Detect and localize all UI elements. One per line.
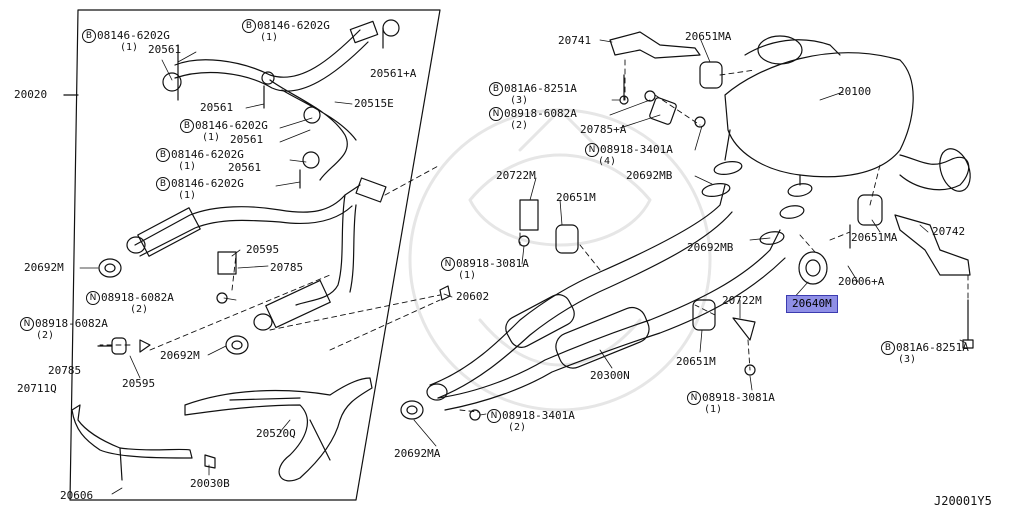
part-label-08918-3081a[interactable]: 08918-3081A xyxy=(702,391,775,404)
part-label-20651ma[interactable]: 20651MA xyxy=(851,231,898,244)
part-label-20692mb[interactable]: 20692MB xyxy=(687,241,734,254)
part-label-20785[interactable]: 20785 xyxy=(270,261,304,274)
part-label-081a6-8251a[interactable]: 081A6-8251A xyxy=(896,341,969,354)
part-label-20595[interactable]: 20595 xyxy=(122,377,156,390)
part-label-20722m[interactable]: 20722M xyxy=(722,294,762,307)
part-label-08146-6202g[interactable]: 08146-6202G xyxy=(171,148,244,161)
nut-badge-icon: N xyxy=(20,317,34,331)
quantity-label: (1) xyxy=(120,42,139,53)
part-label-20606[interactable]: 20606 xyxy=(60,489,94,502)
part-label-08146-6202g[interactable]: 08146-6202G xyxy=(97,29,170,42)
heat-shield xyxy=(184,377,373,482)
quantity-label: (2) xyxy=(36,330,55,341)
bolt-badge-icon: B xyxy=(82,29,96,43)
part-label-08918-3401a[interactable]: 08918-3401A xyxy=(502,409,575,422)
part-label-08146-6202g[interactable]: 08146-6202G xyxy=(257,19,330,32)
isolator-20640m xyxy=(798,251,828,285)
part-label-20785-plus-a[interactable]: 20785+A xyxy=(580,123,627,136)
muffler xyxy=(724,52,914,178)
part-label-20602[interactable]: 20602 xyxy=(456,290,490,303)
quantity-label: (2) xyxy=(508,422,527,433)
bracket-20711q xyxy=(71,404,193,459)
part-label-20651m[interactable]: 20651M xyxy=(556,191,596,204)
part-label-20520q[interactable]: 20520Q xyxy=(256,427,296,440)
quantity-label: (1) xyxy=(260,32,279,43)
quantity-label: (3) xyxy=(510,95,529,106)
quantity-label: (2) xyxy=(130,304,149,315)
part-label-20606-plus-a[interactable]: 20606+A xyxy=(838,275,885,288)
bolt-badge-icon: B xyxy=(881,341,895,355)
part-label-20100[interactable]: 20100 xyxy=(838,85,872,98)
part-label-20692mb[interactable]: 20692MB xyxy=(626,169,673,182)
part-label-20561[interactable]: 20561 xyxy=(148,43,182,56)
quantity-label: (1) xyxy=(458,270,477,281)
front-tube xyxy=(134,184,361,257)
center-pipe-upper xyxy=(429,184,733,399)
bolt-badge-icon: B xyxy=(156,177,170,191)
bracket-20741 xyxy=(609,31,701,59)
part-label-20692ma[interactable]: 20692MA xyxy=(394,447,441,460)
front-pipe-upper xyxy=(174,29,369,92)
highlighted-part-label-20640m[interactable]: 20640M xyxy=(786,295,838,313)
part-label-08918-3401a[interactable]: 08918-3401A xyxy=(600,143,673,156)
nut-badge-icon: N xyxy=(487,409,501,423)
nut-badge-icon: N xyxy=(441,257,455,271)
diagram-code: J20001Y5 xyxy=(934,494,992,508)
part-label-08918-6082a[interactable]: 08918-6082A xyxy=(35,317,108,330)
part-label-08918-3081a[interactable]: 08918-3081A xyxy=(456,257,529,270)
nut-badge-icon: N xyxy=(489,107,503,121)
part-label-20595[interactable]: 20595 xyxy=(246,243,280,256)
part-label-20300n[interactable]: 20300N xyxy=(590,369,630,382)
nut-badge-icon: N xyxy=(86,291,100,305)
part-label-20651ma[interactable]: 20651MA xyxy=(685,30,732,43)
part-label-081a6-8251a[interactable]: 081A6-8251A xyxy=(504,82,577,95)
part-label-20742[interactable]: 20742 xyxy=(932,225,966,238)
part-label-08146-6202g[interactable]: 08146-6202G xyxy=(195,119,268,132)
part-label-08146-6202g[interactable]: 08146-6202G xyxy=(171,177,244,190)
part-label-20692m[interactable]: 20692M xyxy=(24,261,64,274)
part-label-20722m[interactable]: 20722M xyxy=(496,169,536,182)
bolt-badge-icon: B xyxy=(180,119,194,133)
part-label-20785[interactable]: 20785 xyxy=(48,364,82,377)
assembly-frame xyxy=(69,9,441,501)
bolt-badge-icon: B xyxy=(156,148,170,162)
part-label-20561[interactable]: 20561 xyxy=(200,101,234,114)
part-label-08918-6082a[interactable]: 08918-6082A xyxy=(101,291,174,304)
bolt-badge-icon: B xyxy=(242,19,256,33)
quantity-label: (1) xyxy=(178,161,197,172)
quantity-label: (3) xyxy=(898,354,917,365)
quantity-label: (2) xyxy=(510,120,529,131)
nut-badge-icon: N xyxy=(585,143,599,157)
part-label-20561[interactable]: 20561 xyxy=(230,133,264,146)
part-label-20741[interactable]: 20741 xyxy=(558,34,592,47)
part-label-20020[interactable]: 20020 xyxy=(14,88,48,101)
part-label-20711q[interactable]: 20711Q xyxy=(17,382,57,395)
quantity-label: (1) xyxy=(178,190,197,201)
part-label-20561-plus-a[interactable]: 20561+A xyxy=(370,67,417,80)
center-pipe-lower xyxy=(437,229,786,411)
nut-badge-icon: N xyxy=(687,391,701,405)
part-label-20561[interactable]: 20561 xyxy=(228,161,262,174)
quantity-label: (1) xyxy=(202,132,221,143)
part-label-20515e[interactable]: 20515E xyxy=(354,97,394,110)
quantity-label: (1) xyxy=(704,404,723,415)
bracket-20742 xyxy=(894,214,971,276)
part-label-20651m[interactable]: 20651M xyxy=(676,355,716,368)
part-label-20692m[interactable]: 20692M xyxy=(160,349,200,362)
part-label-08918-6082a[interactable]: 08918-6082A xyxy=(504,107,577,120)
part-label-20030b[interactable]: 20030B xyxy=(190,477,230,490)
bolt-badge-icon: B xyxy=(489,82,503,96)
quantity-label: (4) xyxy=(598,156,617,167)
